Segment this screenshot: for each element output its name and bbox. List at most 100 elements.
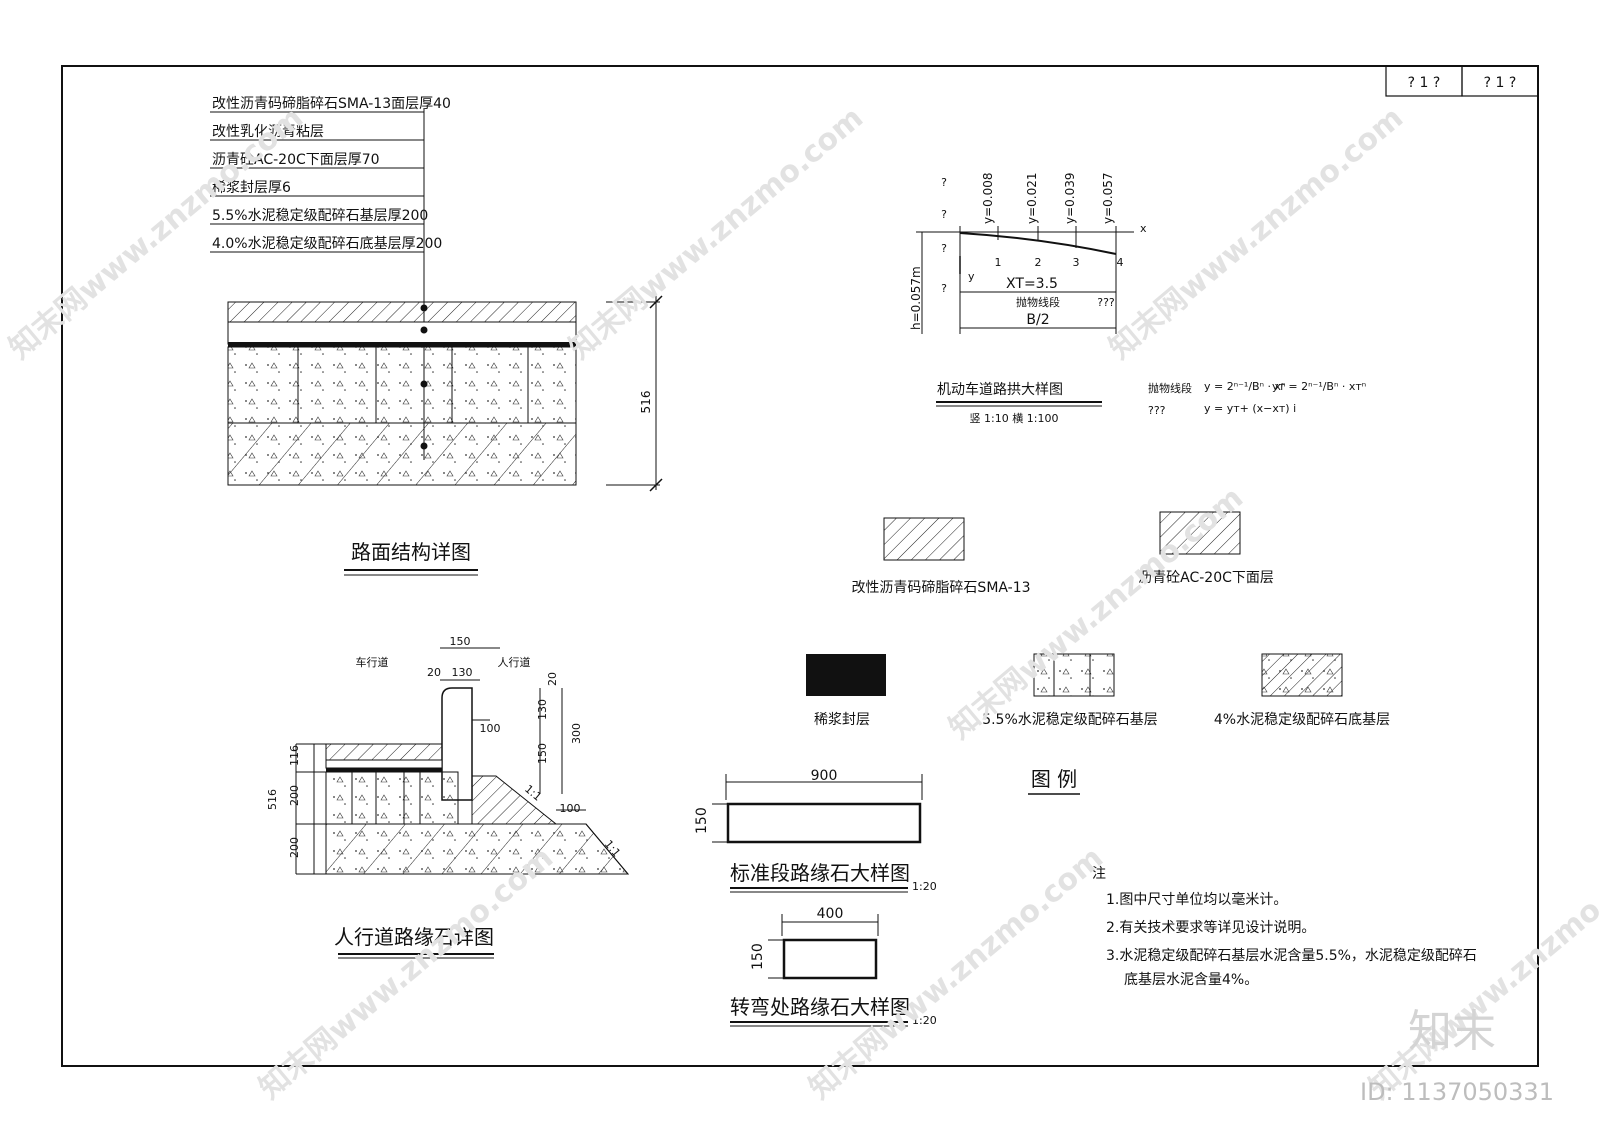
curb-road-surface — [325, 743, 443, 761]
std-curb-rect — [726, 802, 922, 844]
curb-dim-200b: 200 — [288, 837, 301, 858]
note-2: 2.有关技术要求等详见设计说明。 — [1106, 919, 1315, 936]
notes: 注 1.图中尺寸单位均以毫米计。 2.有关技术要求等详见设计说明。 3.水泥稳定… — [1092, 866, 1477, 988]
curb-backfill — [471, 775, 558, 825]
watermark-brand: 知末 — [1408, 1006, 1496, 1057]
layer-sma — [227, 301, 577, 323]
notes-head: 注 — [1092, 866, 1106, 882]
layer-label-3: 沥青砼AC-20C下面层厚70 — [212, 152, 380, 168]
drawing-frame — [61, 65, 1539, 1067]
std-curb-title: 标准段路缘石大样图 — [730, 861, 910, 885]
turn-curb-width: 400 — [817, 906, 844, 922]
crown-y-2: y=0.021 — [1025, 172, 1039, 224]
crown-pt-3: 3 — [1073, 256, 1080, 269]
watermark-text-4: 知末网www.znzmo.com — [943, 480, 1250, 746]
watermark-text-2: 知末网www.znzmo.com — [563, 100, 870, 366]
layer-label-1: 改性沥青码碲脂碎石SMA-13面层厚40 — [212, 95, 451, 112]
title-cell-2: ? 1 ? — [1484, 75, 1517, 91]
crown-xt: XT=3.5 — [1006, 276, 1058, 292]
legend-swatch-sma — [883, 517, 965, 561]
crown-detail: ? ? ? ? y=0.008 y=0.021 y=0.039 y=0.057 … — [909, 172, 1366, 425]
crown-y-3: y=0.039 — [1063, 172, 1077, 224]
crown-y-1: y=0.008 — [981, 172, 995, 224]
formula-label-2: ??? — [1148, 404, 1166, 417]
curb-title: 人行道路缘石详图 — [334, 925, 494, 949]
std-curb-scale: 1:20 — [912, 880, 937, 893]
crown-pt-1: 1 — [995, 256, 1002, 269]
curb-sidewalk-label: 人行道 — [498, 655, 531, 669]
standard-curb: 900 150 标准段路缘石大样图 1:20 — [694, 768, 937, 893]
title-block: ? 1 ? ? 1 ? — [1385, 65, 1539, 97]
curb-dim-150: 150 — [450, 635, 471, 648]
crown-pt-4: 4 — [1117, 256, 1124, 269]
layer-label-5: 5.5%水泥稳定级配碎石基层厚200 — [212, 207, 428, 224]
formula-3: y = yт+ (x−xт) i — [1204, 402, 1296, 415]
pavement-title: 路面结构详图 — [351, 540, 471, 564]
layer-labels: 改性沥青码碲脂碎石SMA-13面层厚40 改性乳化沥青粘层 沥青砼AC-20C下… — [210, 95, 451, 460]
legend-label-ac20: 沥青砼AC-20C下面层 — [1138, 570, 1274, 586]
crown-pt-2: 2 — [1035, 256, 1042, 269]
crown-title: 机动车道路拱大样图 — [937, 381, 1063, 398]
turn-curb-title: 转弯处路缘石大样图 — [730, 995, 910, 1019]
note-3: 3.水泥稳定级配碎石基层水泥含量5.5%，水泥稳定级配碎石 — [1106, 947, 1477, 964]
pavement-detail: 改性沥青码碲脂碎石SMA-13面层厚40 改性乳化沥青粘层 沥青砼AC-20C下… — [210, 95, 663, 576]
curb-detail: 车行道 人行道 150 20 130 100 20 130 300 150 1:… — [266, 635, 630, 959]
legend-swatch-base — [1033, 653, 1115, 697]
legend-swatch-ac20 — [1159, 511, 1241, 555]
crown-q-1: ? — [941, 176, 947, 189]
turn-curb-scale: 1:20 — [912, 1014, 937, 1027]
legend-label-slurry: 稀浆封层 — [814, 712, 870, 728]
curb-dim-300: 300 — [570, 723, 583, 744]
watermark-id: ID: 1137050331 — [1360, 1078, 1554, 1106]
crown-q-3: ? — [941, 242, 947, 255]
curb-dim-100b: 100 — [560, 802, 581, 815]
crown-parabola-label: 抛物线段 — [1016, 295, 1060, 309]
crown-qqq: ??? — [1097, 296, 1115, 309]
curb-dim-100: 100 — [480, 722, 501, 735]
legend-label-sma: 改性沥青码碲脂碎石SMA-13 — [851, 579, 1030, 596]
layer-label-2: 改性乳化沥青粘层 — [212, 124, 324, 140]
note-4: 底基层水泥含量4%。 — [1124, 971, 1258, 988]
crown-q-4: ? — [941, 282, 947, 295]
curb-dim-200: 200 — [288, 785, 301, 806]
watermark-text-3: 知末网www.znzmo.com — [1103, 100, 1410, 366]
legend: 改性沥青码碲脂碎石SMA-13 沥青砼AC-20C下面层 稀浆封层 5.5%水泥… — [806, 511, 1390, 795]
curb-dim-150b: 150 — [536, 743, 549, 764]
legend-title: 图 例 — [1031, 767, 1077, 791]
curb-dim-116: 116 — [288, 745, 301, 766]
curb-dim-20: 20 — [427, 666, 441, 679]
formula-1: y = 2ⁿ⁻¹/Bⁿ · xⁿ — [1204, 380, 1285, 393]
layer-label-4: 稀浆封层厚6 — [212, 180, 291, 196]
curb-dim-20b: 20 — [546, 672, 559, 686]
turn-curb: 400 150 转弯处路缘石大样图 1:20 — [730, 906, 937, 1027]
curb-road-base — [325, 771, 459, 825]
formula-label-1: 抛物线段 — [1148, 381, 1192, 395]
crown-q-2: ? — [941, 208, 947, 221]
layer-label-6: 4.0%水泥稳定级配碎石底基层厚200 — [212, 235, 442, 252]
layer-slurry — [228, 342, 576, 347]
legend-label-subbase: 4%水泥稳定级配碎石底基层 — [1214, 711, 1390, 728]
pavement-total-dim: 516 — [639, 391, 653, 414]
formula-2: yт = 2ⁿ⁻¹/Bⁿ · xтⁿ — [1272, 380, 1366, 393]
crown-y-4: y=0.057 — [1101, 172, 1115, 224]
legend-swatch-slurry — [806, 654, 886, 696]
turn-curb-height: 150 — [750, 943, 766, 970]
crown-h: h=0.057m — [909, 266, 923, 330]
title-cell-1: ? 1 ? — [1408, 75, 1441, 91]
crown-x-label: x — [1140, 222, 1147, 235]
crown-b2: B/2 — [1026, 312, 1049, 328]
turn-curb-rect — [782, 938, 878, 980]
crown-parabola — [959, 232, 1117, 255]
curb-dim-130: 130 — [452, 666, 473, 679]
curb-dim-130b: 130 — [536, 699, 549, 720]
curb-road-label: 车行道 — [356, 655, 389, 669]
layer-ac20 — [227, 321, 577, 345]
curb-dim-516: 516 — [266, 789, 279, 810]
legend-label-base: 5.5%水泥稳定级配碎石基层 — [982, 711, 1158, 728]
crown-scale: 竖 1:10 横 1:100 — [970, 411, 1059, 425]
std-curb-width: 900 — [811, 768, 838, 784]
crown-y-label: y — [968, 270, 975, 283]
note-1: 1.图中尺寸单位均以毫米计。 — [1106, 891, 1287, 908]
std-curb-height: 150 — [694, 807, 710, 834]
